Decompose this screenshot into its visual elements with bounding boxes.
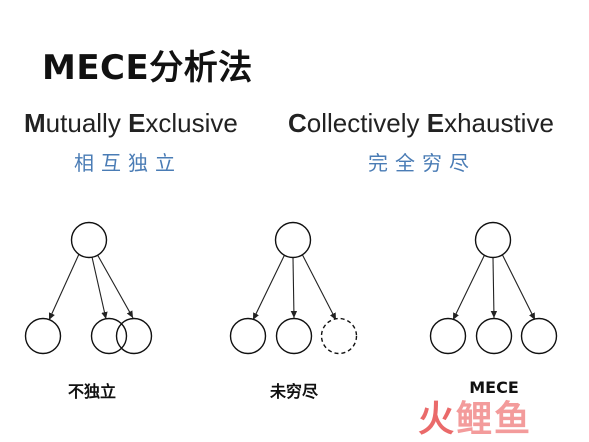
child-node-middle — [275, 317, 313, 355]
edge-right — [96, 253, 134, 319]
edge-left — [48, 253, 80, 321]
diagram-not-exhaustive — [229, 221, 358, 355]
mutually-exclusive-chinese: 相互独立 — [74, 151, 182, 175]
utually-text: utually — [45, 108, 129, 138]
edge-right — [501, 253, 536, 321]
diagram-not-independent — [24, 221, 153, 355]
edge-right — [301, 253, 337, 321]
root-node — [274, 221, 312, 259]
child-node-overlapping — [115, 317, 153, 355]
edge-left — [452, 253, 486, 321]
mutually-exclusive-heading: Mutually Exclusive — [24, 108, 238, 139]
collectively-exhaustive-heading: Collectively Exhaustive — [288, 108, 554, 139]
child-node-left — [229, 317, 267, 355]
initial-c: C — [288, 108, 307, 138]
child-node-middle — [475, 317, 513, 355]
diagram-mece — [429, 221, 558, 355]
initial-m: M — [24, 108, 46, 138]
caption-mece: MECE — [469, 378, 519, 397]
page-title: MECE分析法 — [42, 48, 253, 88]
edge-middle — [490, 257, 498, 319]
collectively-exhaustive-chinese: 完全穷尽 — [368, 151, 476, 175]
xclusive-text: xclusive — [145, 108, 238, 138]
ollectively-text: ollectively — [306, 108, 427, 138]
child-node-left — [24, 317, 62, 355]
edge-middle — [290, 257, 298, 319]
caption-not-exhaustive: 未穷尽 — [269, 382, 319, 401]
child-node-middle — [90, 317, 128, 355]
initial-e-2: E — [426, 108, 445, 138]
caption-not-independent: 不独立 — [67, 382, 117, 401]
edge-left — [252, 253, 286, 321]
xhaustive-text: xhaustive — [444, 108, 554, 138]
child-node-left — [429, 317, 467, 355]
edge-middle — [91, 256, 108, 320]
watermark-char-2: 鲤 — [456, 399, 495, 440]
child-node-right — [520, 317, 558, 355]
initial-e: E — [128, 108, 146, 138]
watermark-logo: 火鲤鱼 — [418, 390, 532, 442]
watermark-char-3: 鱼 — [494, 399, 533, 440]
watermark-char-1: 火 — [418, 399, 457, 440]
root-node — [70, 221, 108, 259]
child-node-missing — [320, 317, 358, 355]
root-node — [474, 221, 512, 259]
